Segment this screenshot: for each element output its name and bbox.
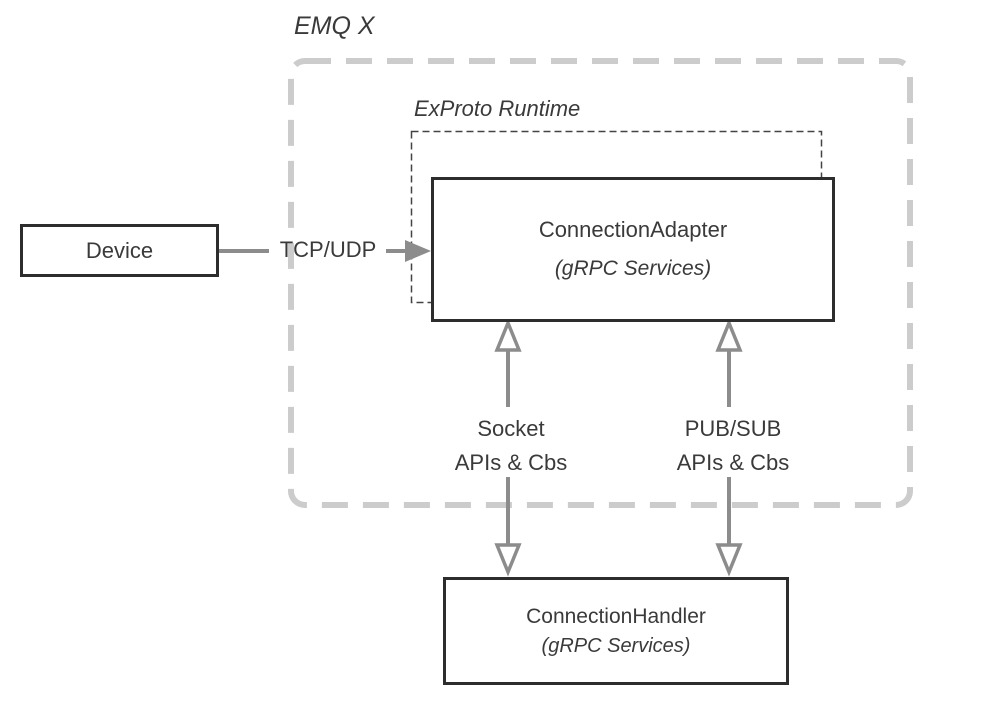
socket-edge-label: Socket APIs & Cbs [431,412,591,480]
tcp-udp-edge-label: TCP/UDP [279,237,377,262]
pubsub-arrow [715,318,743,577]
connection-handler-label: ConnectionHandler [526,605,706,629]
connection-handler-sublabel: (gRPC Services) [541,634,691,657]
tcp-udp-arrowhead-icon [405,240,431,262]
pubsub-edge-label-line2: APIs & Cbs [676,450,790,475]
socket-arrowhead-down-icon [494,543,522,577]
connection-adapter-label: ConnectionAdapter [538,217,728,243]
socket-arrowhead-up-icon [494,318,522,352]
device-node: Device [20,224,219,277]
exproto-runtime-title: ExProto Runtime [414,96,581,121]
socket-arrow [494,318,522,577]
emqx-title: EMQ X [294,12,375,40]
pubsub-edge-label-line1: PUB/SUB [684,416,782,441]
device-node-label: Device [85,237,154,263]
connection-adapter-node: ConnectionAdapter (gRPC Services) [431,177,835,322]
connection-adapter-sublabel: (gRPC Services) [554,257,712,281]
connection-handler-node: ConnectionHandler (gRPC Services) [443,577,789,685]
pubsub-arrowhead-down-icon [715,543,743,577]
tcp-udp-arrow [219,240,431,262]
socket-edge-label-line1: Socket [477,416,545,441]
pubsub-edge-label: PUB/SUB APIs & Cbs [653,412,813,480]
socket-edge-label-line2: APIs & Cbs [454,450,568,475]
emqx-boundary [288,58,913,508]
pubsub-arrowhead-up-icon [715,318,743,352]
